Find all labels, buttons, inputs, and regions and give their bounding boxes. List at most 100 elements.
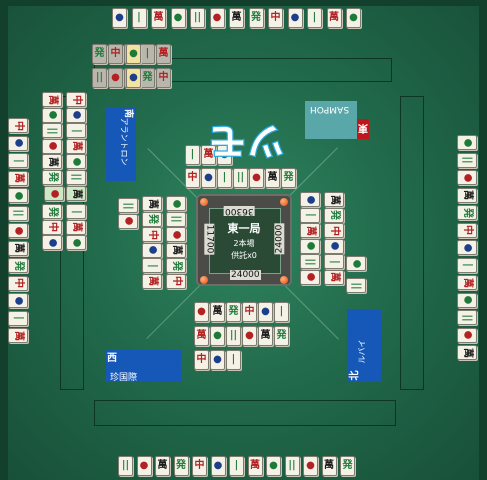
tile-suit-icon: | xyxy=(190,149,195,160)
tile-suit-icon: ● xyxy=(290,12,300,23)
table-frame-top xyxy=(0,0,487,6)
mahjong-tile: 萬 xyxy=(210,302,225,322)
mahjong-tile: 萬 xyxy=(326,8,342,28)
mahjong-tile: ● xyxy=(170,8,186,28)
tile-suit-icon: 萬 xyxy=(47,156,58,167)
seat-wind-bottom: 西 xyxy=(107,352,117,364)
deposit-count: 供託x0 xyxy=(231,251,257,260)
tile-suit-icon: | xyxy=(70,128,82,133)
mahjong-tile: || xyxy=(8,205,28,221)
tile-suit-icon: || xyxy=(305,257,316,266)
mahjong-tile: || xyxy=(118,456,133,476)
mahjong-tile: 萬 xyxy=(258,326,273,346)
tile-suit-icon: ● xyxy=(115,12,124,23)
player-plate-bottom xyxy=(106,350,181,382)
mahjong-tile: ● xyxy=(457,135,477,150)
tile-suit-icon: 萬 xyxy=(158,48,169,59)
tile-suit-icon: || xyxy=(47,126,58,135)
tile-suit-icon: 発 xyxy=(47,206,58,217)
tile-suit-icon: ● xyxy=(461,330,473,340)
mahjong-tile: ● xyxy=(249,168,264,188)
mahjong-tile: 発 xyxy=(166,258,186,273)
tile-suit-icon: ● xyxy=(220,149,229,160)
tile-suit-icon: 発 xyxy=(329,210,340,220)
tile-suit-icon: 萬 xyxy=(329,12,339,23)
tile-suit-icon: 萬 xyxy=(157,460,168,471)
mahjong-tile: 中 xyxy=(324,223,344,238)
tile-suit-icon: 萬 xyxy=(212,306,223,317)
mahjong-tile: ● xyxy=(210,350,225,370)
mahjong-tile: 発 xyxy=(274,326,289,346)
tile-suit-icon: 萬 xyxy=(462,347,473,358)
player-name-bottom: 珍国際 xyxy=(110,373,138,383)
tile-suit-icon: ● xyxy=(12,226,24,235)
tile-suit-icon: 萬 xyxy=(462,190,473,200)
mahjong-tile: 萬 xyxy=(42,92,62,107)
tile-suit-icon: ● xyxy=(461,138,473,147)
mahjong-tile: 発 xyxy=(457,205,477,220)
mahjong-tile: || xyxy=(233,168,248,188)
mahjong-tile: | xyxy=(229,456,244,476)
mahjong-tile: 中 xyxy=(185,168,200,188)
tile-suit-icon: || xyxy=(171,215,182,223)
mahjong-tile: 中 xyxy=(194,350,209,370)
mahjong-tile: 中 xyxy=(66,92,86,107)
mahjong-tile: || xyxy=(300,254,320,269)
mahjong-tile: || xyxy=(457,310,477,325)
tile-suit-icon: 発 xyxy=(142,72,153,83)
tile-suit-icon: ● xyxy=(46,238,58,247)
tile-suit-icon: || xyxy=(13,209,24,217)
tile-suit-icon: 萬 xyxy=(147,198,158,209)
tile-suit-icon: 中 xyxy=(187,172,198,183)
score-left: 11700 xyxy=(204,223,215,255)
table-frame-right xyxy=(479,0,487,480)
tile-suit-icon: ● xyxy=(245,330,254,341)
mahjong-tile: 中 xyxy=(108,44,123,64)
mahjong-tile: ● xyxy=(166,196,186,211)
mahjong-tile: ● xyxy=(300,192,320,207)
round-name: 東一局 xyxy=(227,222,261,235)
tile-suit-icon: 中 xyxy=(47,222,58,232)
player-name-left: アラントロン xyxy=(119,117,129,166)
mahjong-tile: 萬 xyxy=(265,168,280,188)
mahjong-tile: ● xyxy=(118,213,138,229)
tile-suit-icon: ● xyxy=(111,72,120,83)
mahjong-tile: ● xyxy=(42,138,62,154)
tile-suit-icon: ● xyxy=(328,241,340,251)
corner-light xyxy=(280,276,288,284)
tile-suit-icon: | xyxy=(312,12,317,23)
mahjong-tile: 発 xyxy=(281,168,296,188)
tile-suit-icon: ● xyxy=(146,245,158,255)
tile-suit-icon: | xyxy=(231,354,236,365)
mahjong-tile: ● xyxy=(300,238,320,254)
tile-suit-icon: | xyxy=(234,460,239,471)
tile-suit-icon: || xyxy=(288,460,296,471)
mahjong-tile: | xyxy=(457,257,477,273)
tile-suit-icon: 中 xyxy=(110,48,121,59)
mahjong-tile: 萬 xyxy=(324,192,344,207)
tile-suit-icon: ● xyxy=(304,195,316,204)
tile-suit-icon: | xyxy=(145,48,150,59)
tile-suit-icon: ● xyxy=(213,460,223,471)
mahjong-tile: 中 xyxy=(242,302,257,322)
tile-suit-icon: ● xyxy=(269,460,278,471)
score-top: 36300 xyxy=(224,206,255,216)
mahjong-tile: | xyxy=(140,44,155,64)
player-name-top: SAMPOH xyxy=(310,104,350,114)
tile-suit-icon: ● xyxy=(12,191,24,200)
tile-suit-icon: ● xyxy=(46,141,58,151)
tile-suit-icon: 萬 xyxy=(71,141,82,151)
mahjong-tile: 萬 xyxy=(8,170,28,186)
tile-suit-icon: ● xyxy=(461,295,473,305)
tile-suit-icon: ● xyxy=(70,110,82,120)
mahjong-tile: ● xyxy=(242,326,257,346)
tile-suit-icon: 中 xyxy=(158,72,169,83)
tile-suit-icon: 中 xyxy=(147,229,158,240)
mahjong-tile: 萬 xyxy=(321,456,337,476)
tile-suit-icon: ● xyxy=(197,306,206,317)
tile-suit-icon: 萬 xyxy=(147,276,158,286)
tile-suit-icon: 発 xyxy=(171,260,182,271)
tile-suit-icon: 萬 xyxy=(267,172,278,183)
tile-suit-icon: 萬 xyxy=(13,330,24,341)
player-plate-right xyxy=(347,309,381,382)
